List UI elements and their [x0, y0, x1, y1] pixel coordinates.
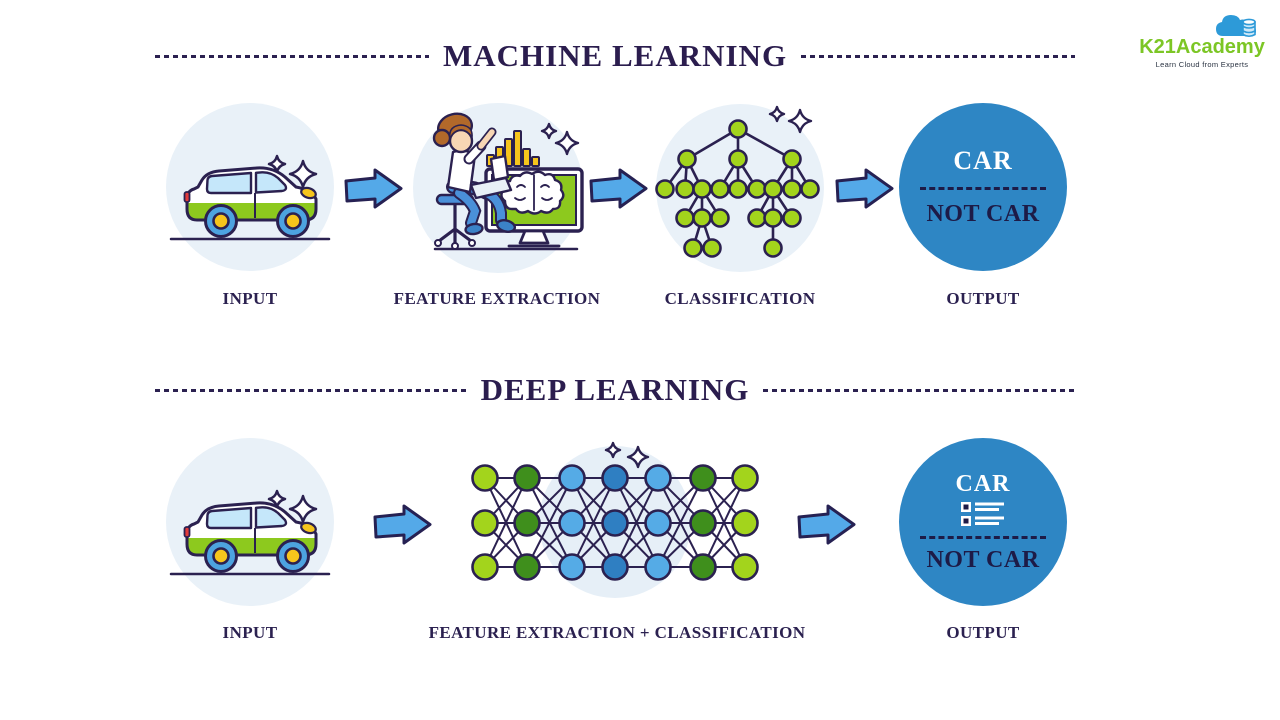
ml-classification-tree-illustration [655, 104, 824, 272]
ml-output-positive: CAR [953, 146, 1013, 175]
dash-line-left [155, 388, 467, 392]
dash-line-right [801, 54, 1076, 58]
ml-label-output: OUTPUT [946, 289, 1020, 308]
sparkle-icon [554, 130, 580, 156]
k21academy-logo: K21Academy Learn Cloud from Experts [1138, 10, 1266, 69]
dl-output-card: CAR NOT CAR [899, 438, 1067, 606]
dash-line-right [763, 388, 1076, 392]
arrow-right-icon [797, 504, 856, 545]
logo-tagline-text: Learn Cloud from Experts [1155, 60, 1249, 69]
ml-section-title: MACHINE LEARNING [442, 38, 788, 73]
output-divider [920, 535, 1046, 539]
arrow-right-icon [373, 504, 432, 545]
dl-input-car-illustration [166, 438, 334, 606]
car-checklist-icon [961, 501, 1004, 526]
sparkle-icon [604, 441, 622, 459]
ml-output-negative: NOT CAR [926, 201, 1040, 227]
ml-input-car-illustration [166, 103, 334, 271]
ml-feature-extraction-illustration [413, 103, 584, 273]
ml-label-classification: CLASSIFICATION [664, 289, 816, 308]
sparkle-icon [288, 494, 318, 524]
output-divider [920, 187, 1046, 190]
dl-output-positive: CAR [955, 470, 1011, 497]
dl-neural-network-illustration [471, 441, 759, 598]
dl-section-title: DEEP LEARNING [480, 372, 750, 407]
sparkle-icon [288, 159, 318, 189]
sparkle-icon [626, 445, 650, 469]
data-scientist-figure [432, 112, 517, 250]
dl-label-input: INPUT [222, 623, 278, 642]
dash-line-left [155, 54, 429, 58]
ml-output-card: CAR NOT CAR [899, 103, 1067, 271]
dl-output-negative: NOT CAR [926, 546, 1040, 573]
dl-label-output: OUTPUT [946, 623, 1020, 642]
sparkle-icon [768, 105, 786, 123]
sparkle-icon [787, 108, 813, 134]
logo-brand-text: K21Academy [1139, 36, 1265, 58]
arrow-right-icon [589, 168, 648, 209]
ml-title-row: MACHINE LEARNING [155, 38, 1076, 74]
dl-label-feature-extraction-classification: FEATURE EXTRACTION + CLASSIFICATION [428, 623, 806, 642]
arrow-right-icon [835, 168, 894, 209]
ml-label-input: INPUT [222, 289, 278, 308]
cloud-database-icon [1216, 15, 1256, 38]
bar-chart-icon [486, 130, 540, 167]
sparkle-icon [540, 122, 558, 140]
ml-label-feature-extraction: FEATURE EXTRACTION [393, 289, 601, 308]
arrow-right-icon [344, 168, 403, 209]
dl-title-row: DEEP LEARNING [155, 372, 1076, 408]
